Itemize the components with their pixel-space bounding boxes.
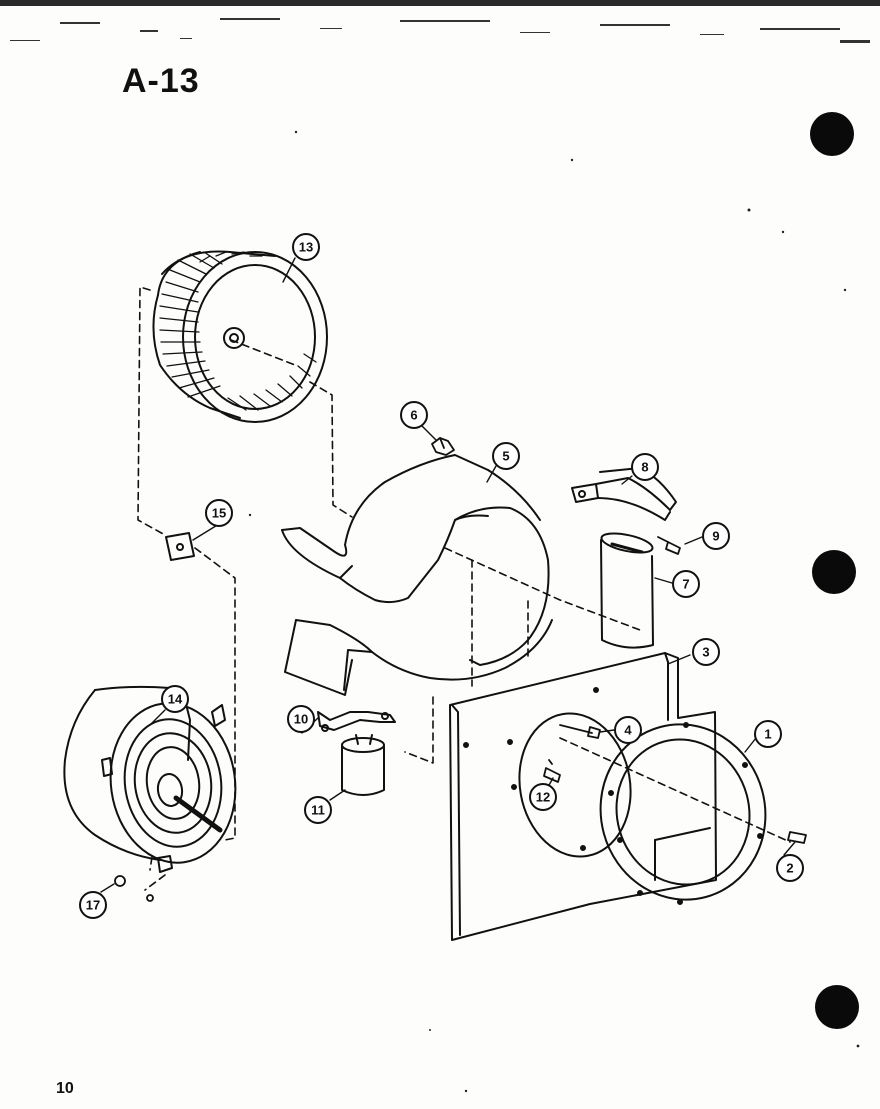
callout-label-4: 4 bbox=[624, 723, 632, 738]
binder-hole-top bbox=[810, 112, 854, 156]
bracket-screw bbox=[657, 536, 681, 555]
callout-label-15: 15 bbox=[212, 506, 226, 521]
callout-15 bbox=[205, 499, 233, 527]
callout-label-10: 10 bbox=[294, 712, 308, 727]
mounting-plate bbox=[449, 652, 717, 941]
callout-7 bbox=[672, 570, 700, 598]
binder-hole-bottom bbox=[815, 985, 859, 1029]
callout-label-8: 8 bbox=[641, 460, 648, 475]
callout-label-14: 14 bbox=[168, 692, 183, 707]
callout-label-11: 11 bbox=[311, 803, 325, 818]
plate-screw bbox=[559, 724, 601, 739]
callout-labels: 13 6 5 8 9 7 3 4 1 2 12 15 14 10 11 17 bbox=[86, 240, 794, 913]
callout-5 bbox=[492, 442, 520, 470]
scan-edge-noise bbox=[0, 0, 880, 43]
scan-specks bbox=[248, 130, 860, 1093]
callout-label-6: 6 bbox=[410, 408, 417, 423]
callout-3 bbox=[692, 638, 720, 666]
binder-hole-middle bbox=[812, 550, 856, 594]
callout-1 bbox=[754, 720, 782, 748]
start-capacitor bbox=[341, 734, 385, 796]
assembly-leader-lines bbox=[137, 286, 791, 891]
callout-6 bbox=[400, 401, 428, 429]
callout-17 bbox=[79, 891, 107, 919]
callout-label-7: 7 bbox=[682, 577, 689, 592]
fan-motor bbox=[63, 685, 237, 873]
callout-label-1: 1 bbox=[764, 727, 771, 742]
callout-12 bbox=[529, 783, 557, 811]
clip-part bbox=[431, 437, 455, 456]
capacitor-bracket bbox=[571, 467, 677, 521]
callout-label-3: 3 bbox=[702, 645, 709, 660]
motor-mount-bracket bbox=[165, 532, 195, 561]
callout-label-9: 9 bbox=[712, 529, 719, 544]
callout-leaders bbox=[100, 257, 796, 893]
callout-9 bbox=[702, 522, 730, 550]
callout-label-17: 17 bbox=[86, 898, 100, 913]
small-capacitor-bracket bbox=[317, 711, 396, 732]
callout-4 bbox=[614, 716, 642, 744]
callout-label-2: 2 bbox=[786, 861, 793, 876]
callout-label-5: 5 bbox=[502, 449, 509, 464]
ring-screw bbox=[787, 831, 807, 844]
callout-10 bbox=[287, 705, 315, 733]
callout-11 bbox=[304, 796, 332, 824]
callout-2 bbox=[776, 854, 804, 882]
blower-wheel bbox=[152, 250, 328, 423]
callout-label-13: 13 bbox=[299, 240, 313, 255]
callout-markers bbox=[79, 233, 804, 919]
callout-8 bbox=[631, 453, 659, 481]
blower-housing bbox=[281, 454, 553, 696]
stud-screw bbox=[543, 759, 561, 783]
diagram-id-title: A-13 bbox=[122, 62, 200, 100]
orifice-ring bbox=[599, 722, 767, 905]
run-capacitor bbox=[600, 532, 654, 649]
callout-label-12: 12 bbox=[536, 790, 550, 805]
callout-14 bbox=[161, 685, 189, 713]
callout-13 bbox=[292, 233, 320, 261]
motor-nut bbox=[114, 875, 154, 902]
page-number: 10 bbox=[56, 1080, 74, 1097]
